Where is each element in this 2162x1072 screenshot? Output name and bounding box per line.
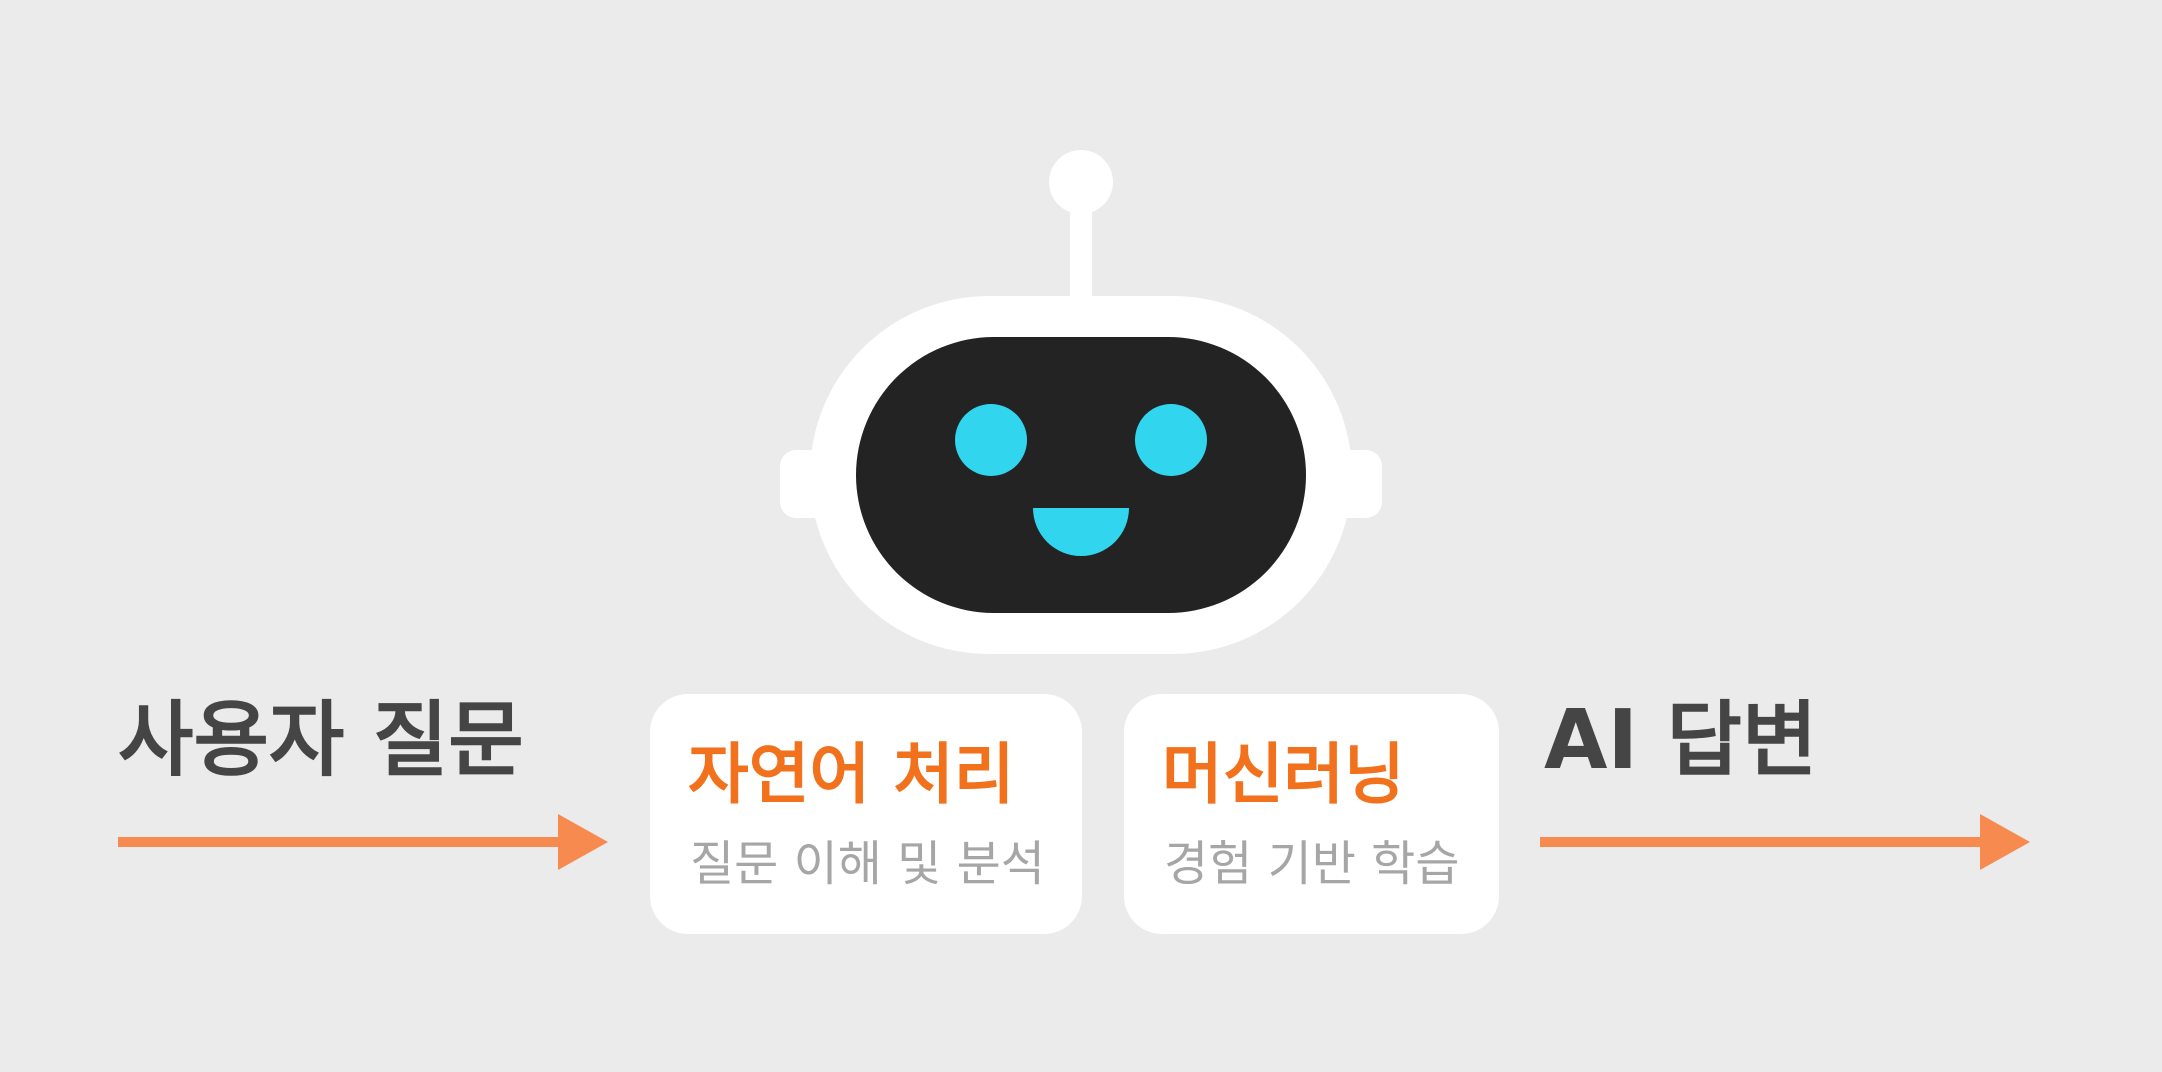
robot-mouth — [1033, 508, 1129, 556]
robot-right-eye — [1135, 404, 1207, 476]
input-label: 사용자 질문 — [118, 693, 524, 788]
card-subtitle: 경험 기반 학습 — [1164, 836, 1460, 892]
robot-antenna-stem — [1070, 196, 1092, 302]
card-subtitle: 질문 이해 및 분석 — [690, 836, 1045, 892]
output-label: AI 답변 — [1544, 693, 1818, 788]
robot-face — [856, 337, 1306, 613]
robot-left-eye — [955, 404, 1027, 476]
robot-antenna-ball — [1049, 150, 1113, 214]
process-card-ml: 머신러닝 경험 기반 학습 — [1124, 694, 1499, 934]
card-title: 자연어 처리 — [688, 736, 1015, 813]
process-card-nlp: 자연어 처리 질문 이해 및 분석 — [650, 694, 1082, 934]
card-title: 머신러닝 — [1162, 736, 1405, 813]
arrow-right-icon — [118, 814, 608, 870]
arrow-right-icon — [1540, 814, 2030, 870]
